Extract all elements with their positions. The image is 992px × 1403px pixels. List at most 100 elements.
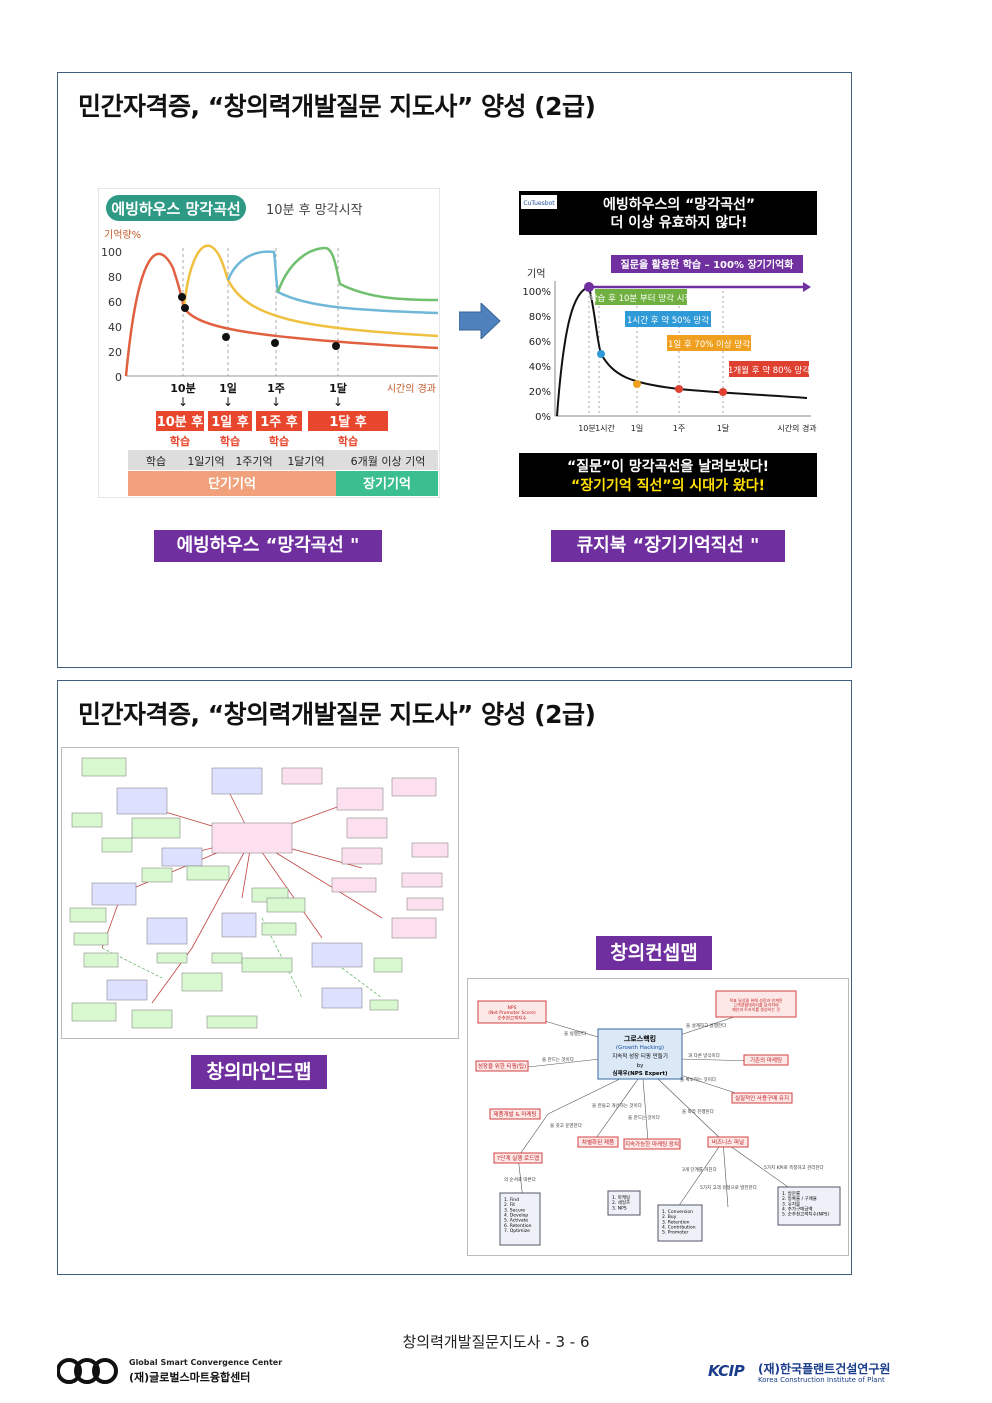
concept-sustain-growth: 실질적인 사용구매 유지 [735,1094,789,1102]
after-box: 1주 후 [260,414,298,430]
ytick: 60 [108,296,122,309]
left-chart-ylabel: 기억량% [104,229,141,241]
svg-text:↓: ↓ [223,395,233,409]
xtick: 10분 [578,424,596,433]
xtick: 1주 [267,382,285,395]
concept-nps: NPS(Net Promoter Score)순추천고객지수 [488,1005,536,1021]
xtick: 1주 [673,424,685,433]
panel-title: 민간자격증, “창의력개발질문 지도사” 양성 (2급) [78,92,596,121]
panel-forgetting-curve: 민간자격증, “창의력개발질문 지도사” 양성 (2급) 에빙하우스 망각곡선 … [57,72,852,668]
left-chart-header: 에빙하우스 망각곡선 [111,200,240,218]
short-term-label: 단기기억 [208,476,256,492]
panel-title: 민간자격증, “창의력개발질문 지도사” 양성 (2급) [78,700,596,729]
xtick: 시간의 경과 [777,423,817,433]
edge-label: 과 다른 방식이다 [688,1052,721,1059]
concept-center-line4: by [637,1063,644,1069]
page-number: 창의력개발질문지도사 - 3 - 6 [402,1333,590,1351]
concept-center-line1: 그로스핵킹 [624,1034,656,1043]
curve-yellow [182,244,439,338]
concept-sustain: 지속가능한 마케팅 장치 [625,1140,679,1148]
callout-orange: 1일 후 70% 이상 망각 [668,339,750,350]
ytick: 20% [529,387,551,398]
after-box: 1일 후 [211,414,249,430]
concept-center-line3: 지속적 성장 티핑 만들기 [612,1052,668,1060]
ytick: 0% [535,412,551,423]
edge-label: 을 설계하고 실행한다 [686,1022,727,1029]
edge-label: 3개 단계를 거친다 [682,1166,718,1173]
edge-label: 5가지 고객 유형으로 발전한다 [700,1184,758,1191]
bottom-row-cell: 6개월 이상 기억 [351,455,426,468]
curve-blue [226,250,439,315]
ytick: 0 [115,371,122,384]
ytick: 20 [108,346,122,359]
bottom-row-cell: 1달기억 [287,455,324,468]
concept-biz: 비즈니스 퍼널 [712,1138,744,1146]
kcip-logo-line2: Korea Construction Institute of Plant [758,1376,885,1384]
label-mindmap: 창의마인드맵 [191,1055,327,1089]
callout-green: 학습 후 10분 부터 망각 시작 [590,293,693,304]
ytick: 100 [101,246,122,259]
gscc-logo-mark-icon [57,1358,118,1384]
creative-conceptmap-image: 그로스핵킹 (Growth Hacking) 지속적 성장 티핑 만들기 by … [467,978,849,1256]
edge-label: 을 만드는 것이다 [542,1056,575,1063]
label-ebbinghaus: 에빙하우스 “망각곡선 " [154,530,382,562]
edge-label: 을 실행한다 [564,1030,587,1037]
edge-label: 을 따라 진행된다 [682,1108,715,1115]
kcip-logo: KCIP (재)한국플랜트건설연구원 Korea Construction In… [708,1360,938,1388]
after-box: 10분 후 [157,414,204,430]
concept-marketing: 기존의 마케팅 [750,1056,782,1064]
svg-text:↓: ↓ [333,395,343,409]
svg-text:↓: ↓ [178,395,188,409]
ytick: 60% [529,337,551,348]
ytick: 80% [529,312,551,323]
edge-label: 5가지 KPI로 측정하고 관리한다 [764,1164,825,1171]
concept-center-line2: (Growth Hacking) [616,1045,664,1051]
label-conceptmap: 창의컨셉맵 [596,936,712,970]
callout-main: 질문을 활용한 학습 – 100% 장기기억화 [621,258,795,271]
arrow-right-icon [459,303,501,339]
long-term-memory-chart: CuTuesbot 에빙하우스의 “망각곡선” 더 이상 유효하지 않다! 기억… [519,191,817,497]
xtick: 1달 [329,382,347,395]
concept-funnel: 7단계 실행 로드맵 [497,1154,539,1162]
curve-green [276,246,439,302]
after-box: 1달 후 [329,414,367,430]
concept-center-line5: 심재우(NPS Expert) [612,1069,668,1077]
callout-blue: 1시간 후 약 50% 망각 [627,315,709,326]
ytick: 100% [522,287,551,298]
study-label: 학습 [170,434,190,448]
label-long-term-line: 큐지북 “장기기억직선 " [551,530,785,562]
xtick: 1일 [219,381,237,395]
left-chart-xlabel: 시간의 경과 [387,382,436,395]
xtick: 1달 [717,424,730,433]
panel-mindmaps: 민간자격증, “창의력개발질문 지도사” 양성 (2급) [57,680,852,1275]
edge-label: 을 만들고 개선하는 것이다 [592,1102,643,1109]
bottom-row-cell: 1주기억 [235,455,272,468]
bottom-row-cell: 학습 [146,455,166,468]
xtick: 1시간 [595,423,615,433]
study-label: 학습 [269,434,289,448]
qgbook-logo-text: CuTuesbot [523,200,555,207]
right-ylabel: 기억 [527,268,545,280]
xtick: 1일 [631,424,643,433]
ebbinghaus-chart: 에빙하우스 망각곡선 10분 후 망각시작 기억량% 100 80 60 40 … [98,188,440,498]
gscc-logo: Global Smart Convergence Center (재)글로벌스마… [57,1357,297,1387]
ytick: 40% [529,362,551,373]
edge-label: 을 갖고 운영한다 [550,1122,583,1129]
long-term-label: 장기기억 [363,476,411,492]
kcip-logo-line1: (재)한국플랜트건설연구원 [758,1362,891,1376]
ytick: 40 [108,321,122,334]
edge-label: 의 순서로 따른다 [504,1176,537,1183]
left-chart-subheader: 10분 후 망각시작 [266,203,363,218]
callout-red: 1개월 후 약 80% 망각 [728,365,810,376]
gscc-logo-line2: (재)글로벌스마트융합센터 [129,1371,251,1384]
edge-label: 을 확보하는 것이다 [680,1076,717,1083]
edge-label: 을 만드는 것이다 [628,1114,661,1121]
concept-growth: 성장을 위한 티핑(팁) [478,1062,526,1070]
xtick: 10분 [170,382,195,395]
concept-diff: 차별화된 제품 [582,1138,614,1146]
